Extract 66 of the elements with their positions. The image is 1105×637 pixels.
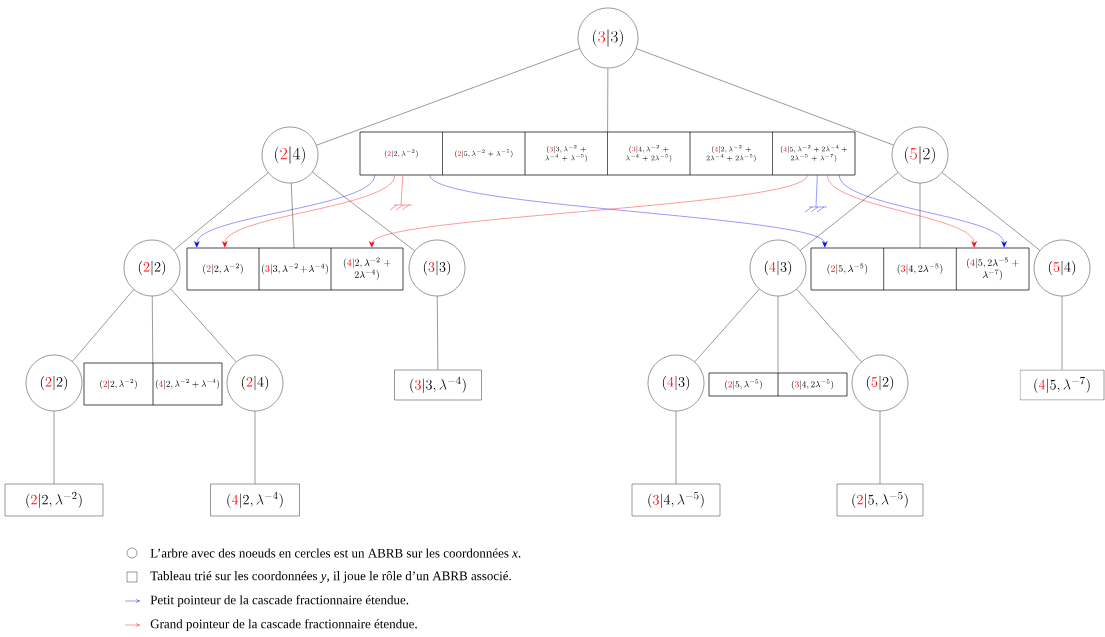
tree-line [799, 172, 899, 251]
circle-node: $(\textcolor{red}{5}|4)$ [1033, 239, 1091, 297]
tree-line [636, 48, 894, 146]
tree-line [919, 183, 921, 248]
tree-line [53, 411, 55, 484]
table-cell: $(\textcolor{red}{2}|5, \lambda^{-5})$ [810, 247, 884, 291]
table-cell: $(\textcolor{red}{4}|2, \lambda^{-2}+ \lambda^{-4})$ [152, 362, 223, 406]
tree-line [152, 296, 153, 363]
tree-line [796, 288, 862, 363]
table-cell: $(\textcolor{red}{4}|2, \lambda^{-2}+ 2\lambda^{-4})$ [330, 247, 404, 291]
legend-text: Grand pointeur de la cascade fractionnaire étendue. [150, 619, 417, 631]
circle-node: $(\textcolor{red}{4}|3)$ [647, 354, 705, 412]
table-cell: $(\textcolor{red}{3}|4, 2\lambda^{-5})$ [777, 372, 848, 397]
ground-symbol [804, 206, 828, 213]
tree-line [607, 68, 609, 132]
tree-line [941, 172, 1041, 251]
tree-line [72, 289, 134, 362]
circle-node: $(\textcolor{red}{3}|3)$ [577, 7, 639, 69]
leaf-box: $(\textcolor{red}{4}|5, \lambda^{-7})$ [1019, 369, 1105, 401]
table-cell: $(\textcolor{red}{2}|2, \lambda^{-2})$ [186, 247, 260, 291]
circle-node: $(\textcolor{red}{5}|2)$ [851, 354, 909, 412]
table-cell: $(\textcolor{red}{3}|3, \lambda^{-2}+ \lambda^{-4})$ [258, 247, 332, 291]
tree-line [694, 288, 760, 363]
circle-node: $(\textcolor{red}{2}|4)$ [226, 354, 284, 412]
circle-node: $(\textcolor{red}{2}|2)$ [25, 354, 83, 412]
pointer-arrow [194, 175, 375, 248]
table-cell: $(\textcolor{red}{4}|5, 2\lambda^{-5}+ \lambda^{-7})$ [956, 247, 1030, 291]
table-cell: $(\textcolor{red}{4}|2, \lambda^{-2}+ 2\lambda^{-4}+2\lambda^{-5})$ [689, 131, 773, 176]
table-cell: $(\textcolor{red}{2}|2, \lambda^{-2})$ [359, 131, 443, 176]
circle-node: $(\textcolor{red}{2}|4)$ [261, 126, 319, 184]
tree-line [879, 411, 881, 484]
table-cell: $(\textcolor{red}{2}|5, \lambda^{-2}+\lambda^{-5})$ [442, 131, 526, 176]
table-cell: $(\textcolor{red}{2}|2, \lambda^{-2})$ [83, 362, 154, 406]
leaf-box: $(\textcolor{red}{2}|5, \lambda^{-5})$ [836, 483, 924, 517]
leaf-box: $(\textcolor{red}{3}|4, \lambda^{-5})$ [631, 483, 721, 517]
tree-line [316, 48, 580, 146]
tree-line [312, 172, 415, 251]
leaf-box: $(\textcolor{red}{2}|2, \lambda^{-2})$ [4, 483, 104, 517]
circle-node: $(\textcolor{red}{3}|3)$ [408, 239, 466, 297]
legend-text: Tableau trié sur les coordonnées y, il joue le rôle d’un ABRB associé. [150, 571, 511, 583]
leaf-box: $(\textcolor{red}{4}|2, \lambda^{-4})$ [210, 483, 300, 517]
tree-line [437, 296, 439, 370]
tree-line [170, 288, 237, 363]
pointer-arrow [429, 175, 828, 248]
circle-node: $(\textcolor{red}{2}|2)$ [123, 239, 181, 297]
ground-symbol [389, 204, 413, 211]
legend-text: L’arbre avec des noeuds en cercles est un ABRB sur les coordonnées x. [150, 548, 521, 558]
pointer-arrow [369, 175, 808, 248]
pointer-arrow [222, 175, 395, 248]
circle-node: $(\textcolor{red}{4}|3)$ [749, 239, 807, 297]
table-cell: $(\textcolor{red}{4}|5, \lambda^{-2}+ 2\lambda^{-4}+ 2\lambda^{-5}+\lambda^{-7})$ [772, 131, 856, 176]
tree-line [1061, 296, 1063, 370]
pointer-arrow [827, 175, 977, 248]
leaf-box: $(\textcolor{red}{3}|3, \lambda^{-4})$ [394, 369, 482, 401]
circle-node: $(\textcolor{red}{5}|2)$ [891, 126, 949, 184]
tree-line [254, 411, 256, 484]
table-cell: $(\textcolor{red}{3}|4, \lambda^{-2}+ \lambda^{-4}+2\lambda^{-5})$ [607, 131, 691, 176]
tree-line [173, 172, 269, 251]
legend-text: Petit pointeur de la cascade fractionnaire étendue. [150, 595, 409, 607]
table-cell: $(\textcolor{red}{2}|5, \lambda^{-5})$ [708, 372, 779, 397]
tree-line [291, 182, 295, 248]
tree-line [777, 296, 779, 373]
table-cell: $(\textcolor{red}{3}|3, \lambda^{-2}+ \lambda^{-4}+\lambda^{-5})$ [524, 131, 608, 176]
pointer-arrow [839, 175, 1007, 248]
tree-line [675, 411, 677, 484]
table-cell: $(\textcolor{red}{3}|4, 2\lambda^{-5})$ [883, 247, 957, 291]
